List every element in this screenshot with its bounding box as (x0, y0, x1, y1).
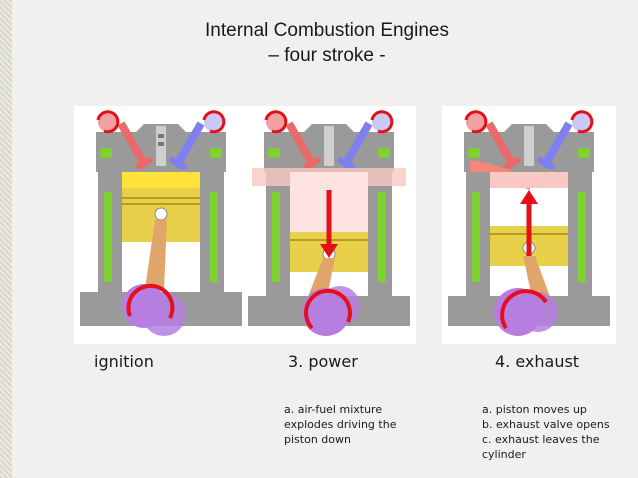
stroke-label-ignition: ignition (94, 352, 154, 371)
engine-panel-power (242, 106, 416, 344)
power-note-line: a. air-fuel mixture (284, 403, 383, 416)
stroke-label-exhaust: 4. exhaust (495, 352, 580, 371)
exhaust-camshaft (204, 112, 224, 132)
crank-rotation-arrow (304, 288, 352, 330)
exhaust-note-line: c. exhaust leaves the (482, 433, 600, 446)
exhaust-valve (543, 121, 573, 164)
engine-diagram-power (248, 110, 410, 336)
connecting-rod (144, 220, 167, 296)
exhaust-note-line: cylinder (482, 448, 526, 461)
engine-diagram-exhaust (448, 110, 610, 336)
exhaust-note-line: a. piston moves up (482, 403, 587, 416)
crank-rotation-arrow (500, 289, 548, 330)
stroke-label-power: 3. power (288, 352, 358, 371)
exhaust-valve (343, 121, 373, 164)
intake-camshaft (98, 112, 118, 132)
exhaust-valve (175, 121, 205, 164)
engine-panel-exhaust (442, 106, 616, 344)
coolant-passage (210, 148, 222, 158)
title-line-2: – four stroke - (268, 45, 386, 66)
intake-valve (117, 121, 147, 164)
spark-plug (324, 126, 334, 166)
slide: Internal Combustion Engines – four strok… (12, 0, 638, 478)
coolant-passage (100, 148, 112, 158)
ignition-flash (122, 172, 200, 188)
exhaust-description: a. piston moves up b. exhaust valve open… (482, 402, 610, 462)
crank-rotation-arrow (126, 283, 175, 319)
engine-panel-ignition (74, 106, 248, 344)
slide-title: Internal Combustion Engines – four strok… (112, 18, 542, 68)
exhaust-note-line: b. exhaust valve opens (482, 418, 610, 431)
power-description: a. air-fuel mixture explodes driving the… (284, 402, 396, 447)
intake-valve (285, 121, 315, 164)
slide-edge-texture (0, 0, 12, 478)
cam-rotation-arrow (96, 110, 120, 134)
power-note-line: piston down (284, 433, 351, 446)
power-note-line: explodes driving the (284, 418, 397, 431)
coolant-jacket-right (210, 192, 218, 282)
intake-valve (485, 121, 515, 164)
spark-plug (524, 126, 534, 166)
engine-diagram-ignition (80, 110, 242, 336)
title-line-1: Internal Combustion Engines (205, 20, 449, 41)
coolant-jacket-left (104, 192, 112, 282)
